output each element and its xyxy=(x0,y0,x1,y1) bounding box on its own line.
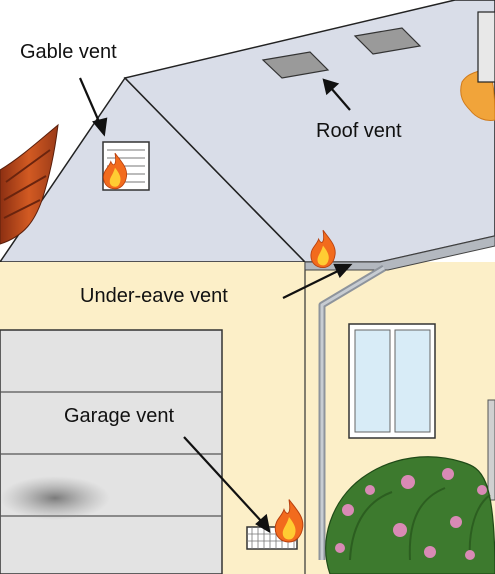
label-garage-vent: Garage vent xyxy=(64,405,175,427)
double-window xyxy=(349,324,435,438)
garage-door xyxy=(0,330,222,574)
gable-vent-arrow xyxy=(80,78,100,124)
chimney xyxy=(478,12,495,82)
label-gable-vent: Gable vent xyxy=(20,41,117,63)
label-roof-vent: Roof vent xyxy=(316,120,402,142)
soot-smudge xyxy=(0,476,110,520)
label-under-eave-vent: Under-eave vent xyxy=(80,285,228,307)
